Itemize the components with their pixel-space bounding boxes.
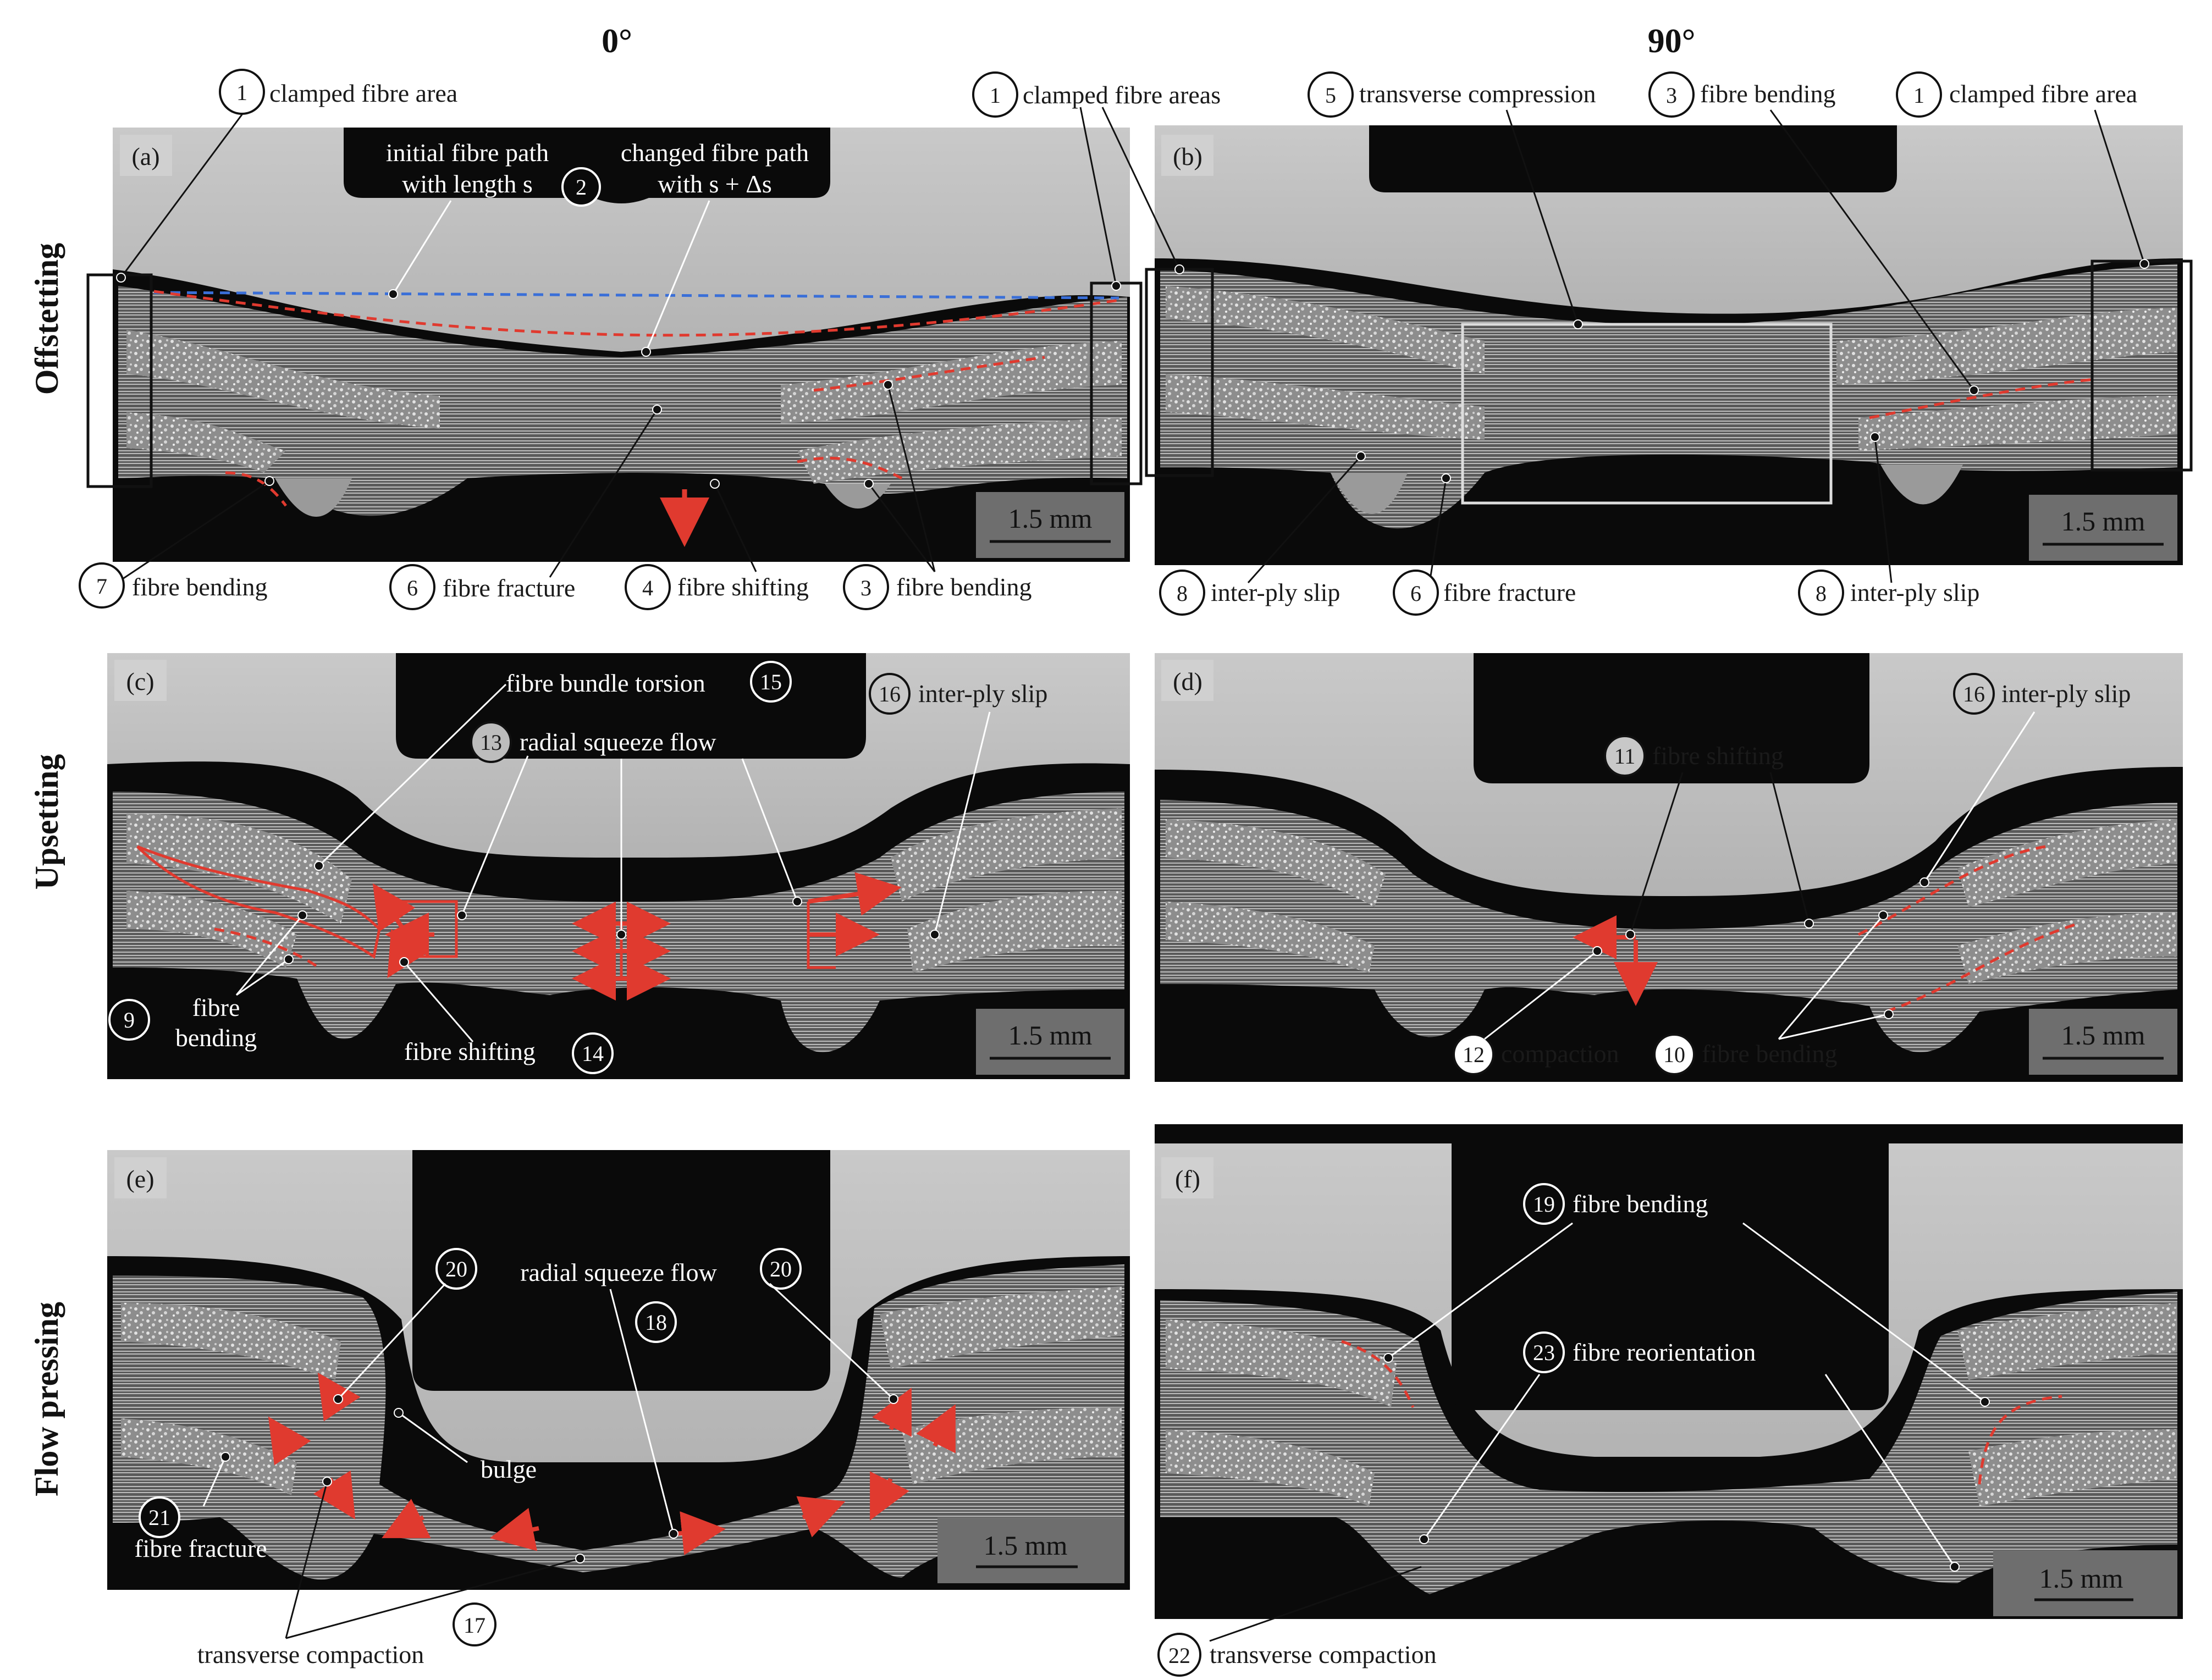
callout-number: 3	[860, 576, 871, 600]
callout-number: 1	[990, 83, 1001, 108]
annotation-label: fibre fracture	[443, 574, 575, 602]
panel-b: 1.5 mm (b)	[1101, 107, 2193, 583]
scale-bar-label: 1.5 mm	[2039, 1563, 2123, 1594]
callout-number: 21	[148, 1505, 170, 1530]
callout-number: 13	[480, 730, 502, 755]
annotation-label: radial squeeze flow	[520, 728, 716, 756]
column-heading-0deg: 0°	[602, 23, 632, 60]
panel-label: (c)	[126, 667, 154, 695]
callout-number: 16	[1963, 682, 1985, 706]
callout-number: 2	[576, 175, 587, 200]
panel-c: 1.5 mm (c) fibre bundle torsion 15 13 ra…	[107, 653, 1130, 1079]
annotation-label: fibre reorientation	[1573, 1338, 1756, 1366]
row-heading-upsetting: Upsetting	[29, 754, 65, 890]
panel-label: (e)	[126, 1165, 154, 1193]
scale-bar-label: 1.5 mm	[1008, 1020, 1093, 1051]
annotation-label: clamped fibre area	[1949, 80, 2137, 108]
column-heading-90deg: 90°	[1648, 23, 1696, 60]
panel-d: 1.5 mm (d) 11 fibre shifting 16 inter-pl…	[1155, 653, 2183, 1082]
annotation-label: fibre bending	[1573, 1190, 1708, 1218]
panel-a: 1.5 mm (a) initial fibre path with lengt…	[86, 107, 1143, 587]
annotation-label: bulge	[481, 1455, 537, 1483]
annotation-label: inter-ply slip	[1211, 578, 1340, 606]
annotation-label: radial squeeze flow	[520, 1258, 717, 1286]
row-heading-flow-pressing: Flow pressing	[29, 1302, 65, 1496]
scale-bar-label: 1.5 mm	[984, 1530, 1068, 1561]
annotation-label: compaction	[1501, 1040, 1619, 1068]
annotation-label: fibre shifting	[404, 1037, 536, 1065]
annotation-label: changed fibre path	[621, 139, 809, 167]
annotation-label: inter-ply slip	[918, 679, 1047, 708]
callout-number: 1	[1913, 83, 1924, 108]
annotation-label: transverse compaction	[197, 1640, 424, 1668]
callout-number: 8	[1816, 581, 1827, 606]
callout-number: 6	[1410, 581, 1421, 606]
callout-number: 22	[1168, 1643, 1190, 1668]
panel-f: 1.5 mm (f) 19 fibre bending 23 fibre reo…	[1155, 1124, 2183, 1642]
callout-number: 12	[1463, 1042, 1485, 1067]
panel-label: (d)	[1173, 667, 1202, 695]
annotation-label: clamped fibre area	[269, 79, 457, 107]
annotation-label: transverse compression	[1359, 80, 1596, 108]
annotation-label: fibre bending	[1702, 1040, 1838, 1068]
annotation-label: initial fibre path	[386, 139, 549, 167]
panel-label: (f)	[1175, 1165, 1200, 1193]
annotation-label: with s + Δs	[658, 170, 772, 198]
scale-bar-label: 1.5 mm	[1008, 503, 1093, 534]
callout-number: 11	[1614, 744, 1636, 769]
annotation-label: fibre bending	[132, 573, 268, 601]
scale-bar-label: 1.5 mm	[2061, 1020, 2145, 1051]
annotation-label: with length s	[402, 170, 533, 198]
callout-number: 6	[407, 576, 418, 600]
annotation-label: fibre bundle torsion	[506, 669, 705, 697]
panel-label: (a)	[131, 142, 159, 170]
callout-number: 17	[464, 1613, 486, 1638]
annotation-label: fibre shifting	[1652, 742, 1784, 770]
callout-number: 7	[96, 574, 107, 599]
scale-bar-label: 1.5 mm	[2061, 506, 2145, 537]
annotation-label: clamped fibre areas	[1023, 81, 1221, 109]
callout-number: 10	[1663, 1042, 1685, 1067]
callout-number: 15	[760, 670, 782, 694]
callout-number: 8	[1177, 581, 1188, 606]
callout-number: 23	[1533, 1340, 1555, 1365]
annotation-label: fibre	[192, 993, 240, 1021]
annotation-label: bending	[175, 1024, 257, 1052]
callout-number: 3	[1666, 83, 1677, 108]
callout-number: 20	[445, 1257, 467, 1281]
row-heading-offsetting: Offstetting	[29, 243, 65, 395]
callout-number: 1	[236, 80, 247, 105]
annotation-label: fibre fracture	[134, 1534, 267, 1562]
annotation-label: fibre bending	[896, 573, 1032, 601]
callout-number: 5	[1325, 83, 1336, 108]
annotation-label: fibre shifting	[677, 573, 809, 601]
annotation-label: fibre bending	[1700, 80, 1836, 108]
annotation-label: inter-ply slip	[1850, 578, 1979, 606]
callout-number: 14	[582, 1041, 604, 1066]
callout-number: 18	[645, 1310, 667, 1335]
annotation-label: inter-ply slip	[2001, 679, 2131, 708]
callout-number: 9	[124, 1008, 135, 1032]
annotation-label: fibre fracture	[1443, 578, 1576, 606]
callout-number: 16	[879, 682, 901, 706]
panel-label: (b)	[1173, 142, 1202, 170]
annotation-label: transverse compaction	[1210, 1640, 1437, 1668]
callout-number: 20	[770, 1257, 792, 1281]
callout-number: 4	[642, 576, 653, 600]
callout-number: 19	[1533, 1192, 1555, 1217]
panel-e: 1.5 mm (e) 20 radial squeeze flow 20 18 …	[107, 1150, 1130, 1639]
